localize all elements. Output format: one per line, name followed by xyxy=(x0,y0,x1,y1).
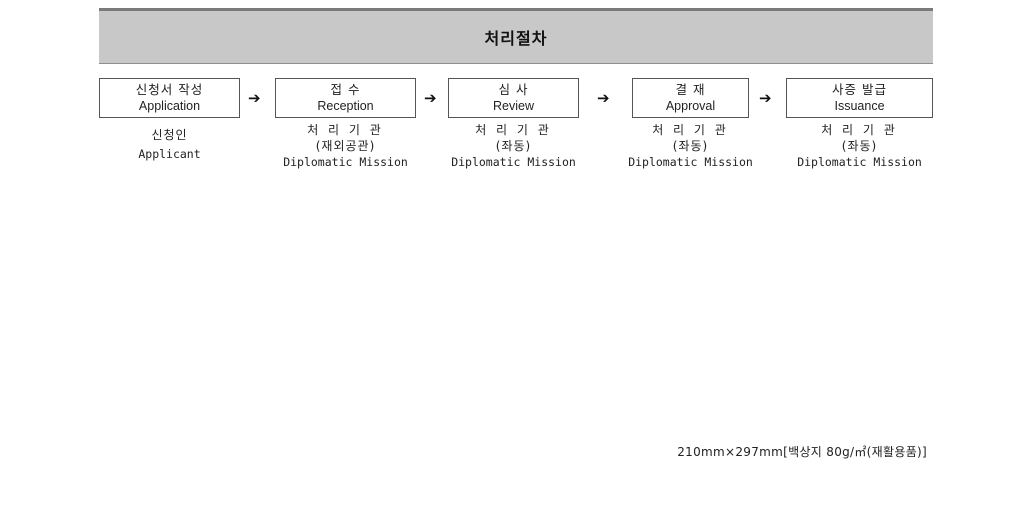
agent-label-sub: (좌동) xyxy=(672,139,709,153)
step-issuance-box: 사증 발급 Issuance xyxy=(786,78,933,118)
agent-diplomatic-mission: 처 리 기 관 (좌동) Diplomatic Mission xyxy=(622,122,759,170)
step-label-en: Application xyxy=(138,99,201,113)
step-approval-box: 결 재 Approval xyxy=(632,78,749,118)
agent-label-sub: (좌동) xyxy=(841,139,878,153)
agent-label-sub: (재외공관) xyxy=(315,139,376,153)
agent-label-en: Diplomatic Mission xyxy=(451,155,576,169)
step-review-box: 심 사 Review xyxy=(448,78,579,118)
step-reception-box: 접 수 Reception xyxy=(275,78,416,118)
arrow-right-icon: ➔ xyxy=(248,89,261,107)
step-label-ko: 결 재 xyxy=(675,82,706,97)
step-application-box: 신청서 작성 Application xyxy=(99,78,240,118)
agent-label-ko: 신청인 xyxy=(151,128,188,142)
step-label-en: Approval xyxy=(665,99,716,113)
agent-label-ko: 처 리 기 관 xyxy=(475,123,552,137)
step-label-ko: 사증 발급 xyxy=(832,82,887,97)
agent-applicant: 신청인 Applicant xyxy=(99,122,240,162)
procedure-title: 처리절차 xyxy=(484,29,548,48)
procedure-header: 처리절차 xyxy=(99,8,933,64)
agent-label-en: Diplomatic Mission xyxy=(797,155,922,169)
agent-label-sub: (좌동) xyxy=(495,139,532,153)
step-label-ko: 접 수 xyxy=(330,82,361,97)
step-label-en: Issuance xyxy=(834,99,885,113)
agent-diplomatic-mission: 처 리 기 관 (좌동) Diplomatic Mission xyxy=(448,122,579,170)
step-label-ko: 신청서 작성 xyxy=(135,82,204,97)
agent-label-ko: 처 리 기 관 xyxy=(652,123,729,137)
agent-label-ko: 처 리 기 관 xyxy=(821,123,898,137)
agent-label-ko: 처 리 기 관 xyxy=(307,123,384,137)
agent-diplomatic-mission: 처 리 기 관 (재외공관) Diplomatic Mission xyxy=(275,122,416,170)
agent-label-en: Applicant xyxy=(138,147,201,161)
agent-label-en: Diplomatic Mission xyxy=(628,155,753,169)
paper-spec-note: 210mm×297mm[백상지 80g/㎡(재활용품)] xyxy=(677,445,927,459)
step-label-ko: 심 사 xyxy=(498,82,529,97)
step-label-en: Review xyxy=(493,99,534,113)
arrow-right-icon: ➔ xyxy=(597,89,610,107)
agent-label-en: Diplomatic Mission xyxy=(283,155,408,169)
step-label-en: Reception xyxy=(317,99,374,113)
agent-diplomatic-mission: 처 리 기 관 (좌동) Diplomatic Mission xyxy=(786,122,933,170)
arrow-right-icon: ➔ xyxy=(759,89,772,107)
arrow-right-icon: ➔ xyxy=(424,89,437,107)
